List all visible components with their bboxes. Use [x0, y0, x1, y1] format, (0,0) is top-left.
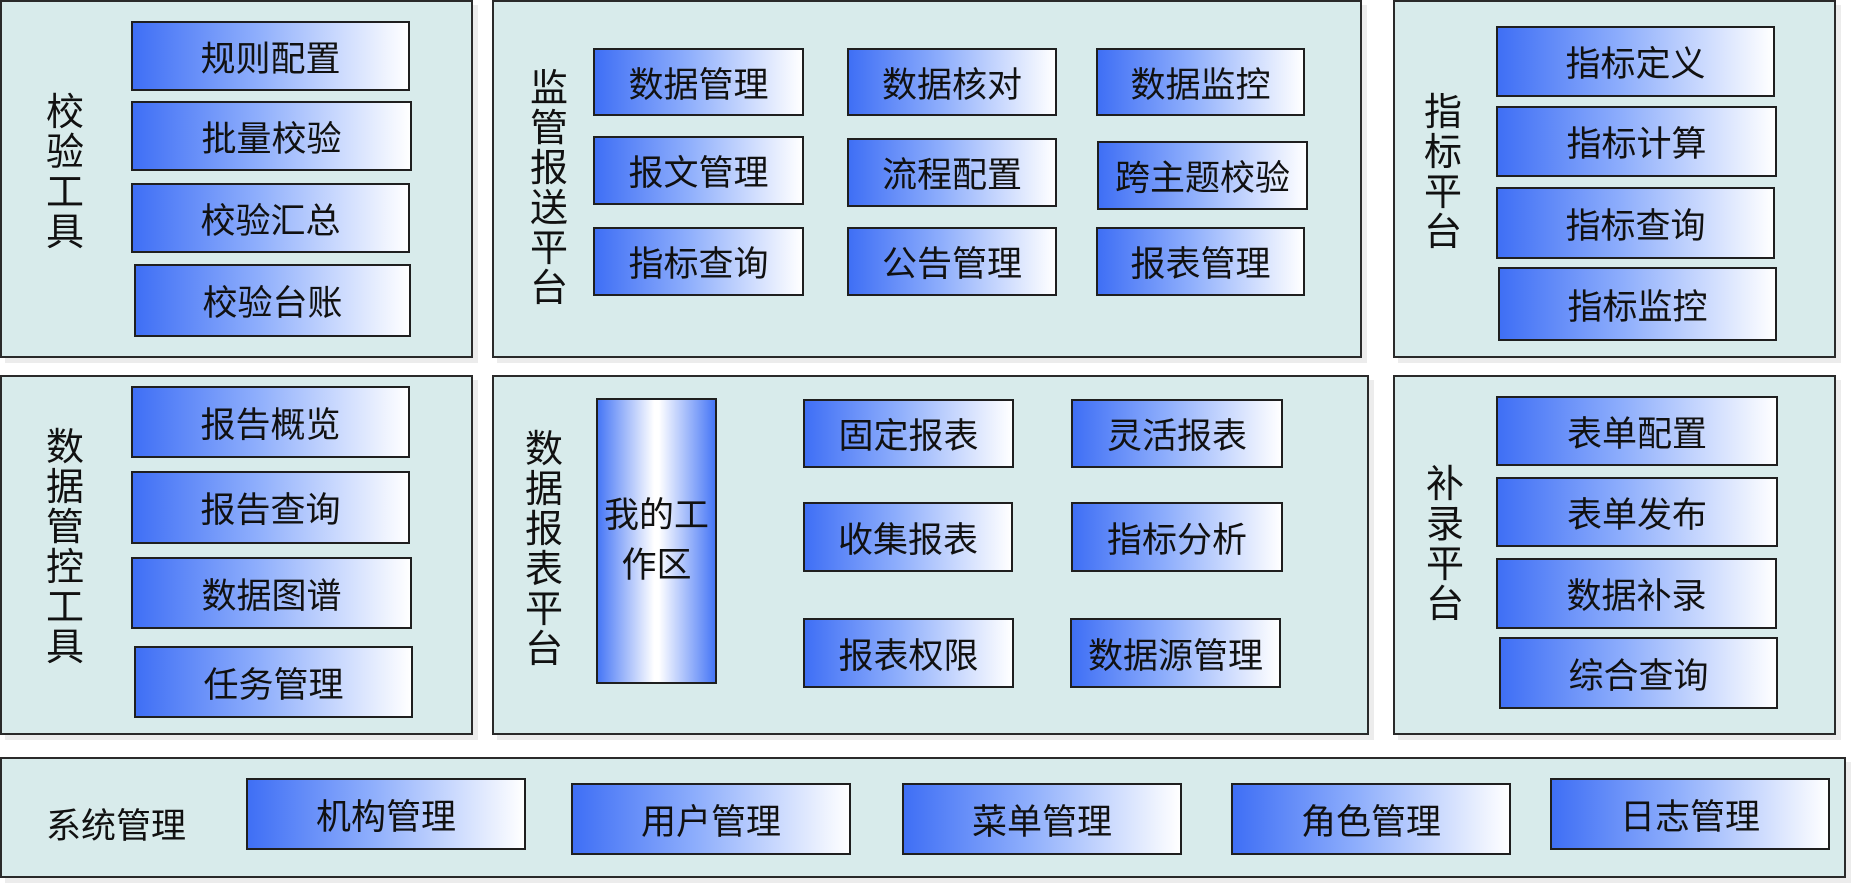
module-data-supplement[interactable]: 数据补录 — [1496, 558, 1777, 629]
module-verify-ledger[interactable]: 校验台账 — [134, 264, 411, 337]
module-task-management[interactable]: 任务管理 — [134, 646, 413, 718]
module-fixed-report[interactable]: 固定报表 — [803, 399, 1014, 468]
panel-title-supplement-platform: 补录平台 — [1425, 462, 1464, 626]
module-indicator-analysis[interactable]: 指标分析 — [1071, 502, 1283, 572]
panel-title-system-management: 系统管理 — [46, 807, 187, 847]
module-my-workspace[interactable]: 我的工作区 — [596, 398, 717, 684]
module-report-query[interactable]: 报告查询 — [131, 471, 410, 544]
module-datasource-management[interactable]: 数据源管理 — [1070, 618, 1281, 688]
module-data-management[interactable]: 数据管理 — [593, 48, 804, 116]
module-user-management[interactable]: 用户管理 — [571, 783, 851, 855]
module-form-publish[interactable]: 表单发布 — [1496, 477, 1778, 547]
panel-system-management: 系统管理 机构管理 用户管理 菜单管理 角色管理 日志管理 — [0, 757, 1846, 878]
module-indicator-monitor[interactable]: 指标监控 — [1498, 267, 1777, 341]
module-indicator-define[interactable]: 指标定义 — [1496, 26, 1775, 97]
module-indicator-query[interactable]: 指标查询 — [593, 227, 804, 296]
module-verify-summary[interactable]: 校验汇总 — [131, 183, 410, 253]
panel-title-indicator-platform: 指标平台 — [1423, 90, 1462, 254]
module-data-monitor[interactable]: 数据监控 — [1096, 48, 1305, 116]
module-indicator-query[interactable]: 指标查询 — [1496, 187, 1775, 259]
panel-title-verify-tools: 校验工具 — [45, 90, 84, 254]
panel-regulatory-platform: 监管报送平台 数据管理 数据核对 数据监控 报文管理 流程配置 跨主题校验 指标… — [492, 0, 1362, 358]
module-flexible-report[interactable]: 灵活报表 — [1071, 399, 1283, 468]
module-log-management[interactable]: 日志管理 — [1550, 778, 1830, 850]
panel-verify-tools: 校验工具 规则配置 批量校验 校验汇总 校验台账 — [0, 0, 473, 358]
module-report-overview[interactable]: 报告概览 — [131, 386, 410, 458]
module-batch-verify[interactable]: 批量校验 — [131, 101, 412, 171]
module-notice-management[interactable]: 公告管理 — [847, 227, 1057, 296]
module-rule-config[interactable]: 规则配置 — [131, 21, 410, 91]
module-form-config[interactable]: 表单配置 — [1496, 396, 1778, 466]
panel-supplement-platform: 补录平台 表单配置 表单发布 数据补录 综合查询 — [1393, 375, 1836, 735]
module-collect-report[interactable]: 收集报表 — [803, 502, 1013, 572]
panel-data-report-platform: 数据报表平台 我的工作区 固定报表 灵活报表 收集报表 指标分析 报表权限 数据… — [492, 375, 1369, 735]
panel-title-data-report-platform: 数据报表平台 — [524, 427, 563, 671]
module-data-check[interactable]: 数据核对 — [847, 48, 1057, 116]
module-menu-management[interactable]: 菜单管理 — [902, 783, 1182, 855]
module-cross-topic-verify[interactable]: 跨主题校验 — [1097, 141, 1308, 210]
module-comprehensive-query[interactable]: 综合查询 — [1499, 637, 1778, 709]
module-data-graph[interactable]: 数据图谱 — [131, 557, 412, 629]
module-indicator-calc[interactable]: 指标计算 — [1496, 106, 1777, 177]
module-org-management[interactable]: 机构管理 — [246, 778, 526, 850]
panel-title-data-control-tools: 数据管控工具 — [45, 425, 84, 669]
panel-indicator-platform: 指标平台 指标定义 指标计算 指标查询 指标监控 — [1393, 0, 1836, 358]
module-message-management[interactable]: 报文管理 — [593, 136, 804, 205]
module-report-permission[interactable]: 报表权限 — [803, 618, 1014, 688]
panel-data-control-tools: 数据管控工具 报告概览 报告查询 数据图谱 任务管理 — [0, 375, 473, 735]
module-process-config[interactable]: 流程配置 — [847, 138, 1057, 207]
module-report-management[interactable]: 报表管理 — [1096, 227, 1305, 296]
panel-title-regulatory-platform: 监管报送平台 — [529, 66, 568, 310]
module-role-management[interactable]: 角色管理 — [1231, 783, 1511, 855]
